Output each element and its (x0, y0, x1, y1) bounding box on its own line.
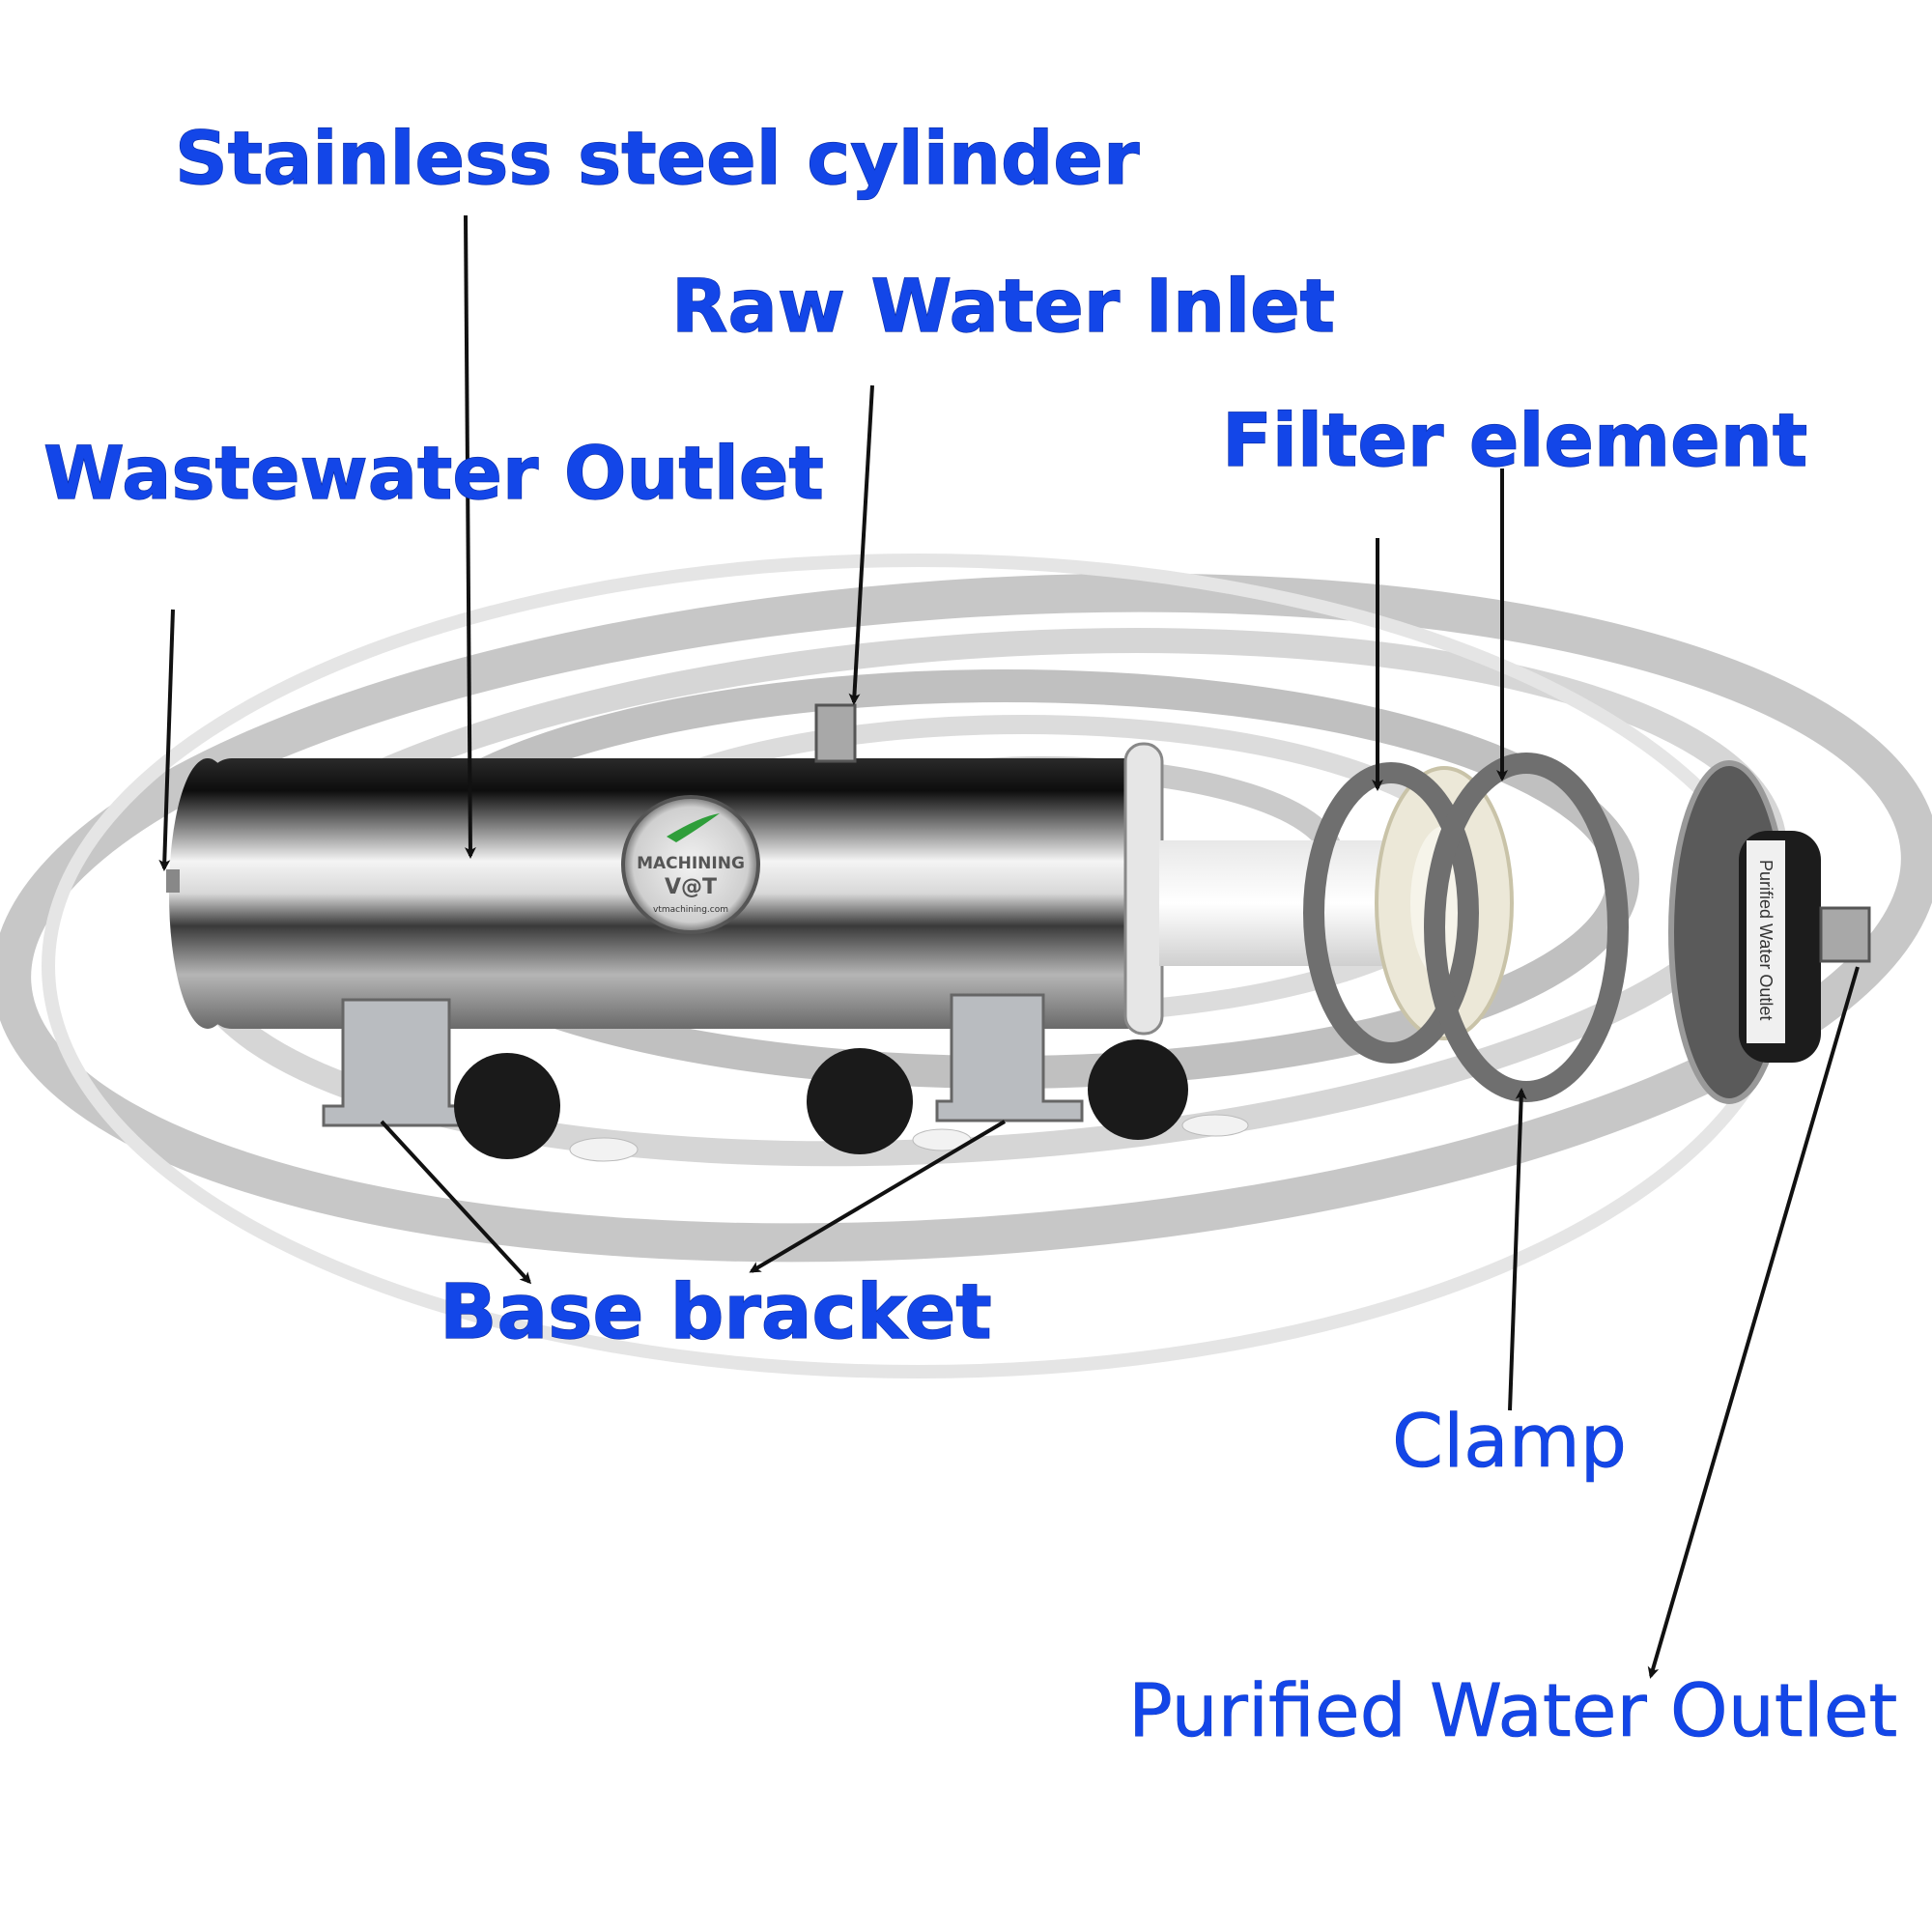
label-filter-element: Filter element (1222, 397, 1807, 483)
arrow-wastewater (158, 609, 175, 871)
raw-water-inlet-port (814, 703, 857, 763)
arrow-raw-inlet (848, 384, 874, 705)
label-base-bracket: Base bracket (440, 1269, 992, 1356)
label-clamp: Clamp (1392, 1398, 1627, 1484)
logo-text: MACHINING (637, 854, 745, 873)
arrow-purified (1647, 966, 1860, 1679)
label-stainless-steel-cylinder: Stainless steel cylinder (175, 115, 1140, 201)
logo-brand: V@T (665, 875, 717, 899)
arrow-bracket-right (749, 1120, 1007, 1273)
label-purified-water-outlet: Purified Water Outlet (1128, 1667, 1897, 1753)
wastewater-outlet-port (166, 869, 180, 893)
logo-badge: MACHINING V@T vtmachining.com (621, 795, 760, 934)
arrow-cylinder (464, 214, 476, 859)
drain-caps (454, 1039, 1249, 1162)
stainless-steel-cylinder: MACHINING V@T vtmachining.com (166, 703, 1164, 1036)
arrow-clamp (1508, 1088, 1527, 1411)
logo-url: vtmachining.com (653, 905, 728, 915)
label-wastewater-outlet: Wastewater Outlet (43, 430, 824, 516)
arrow-bracket-left (380, 1120, 532, 1285)
callout-arrows (158, 214, 1860, 1679)
purified-outlet-end-cap: Purified Water Outlet (1668, 760, 1871, 1104)
label-raw-water-inlet: Raw Water Inlet (671, 263, 1335, 349)
end-cap-label: Purified Water Outlet (1756, 860, 1776, 1020)
base-brackets (322, 993, 1084, 1127)
